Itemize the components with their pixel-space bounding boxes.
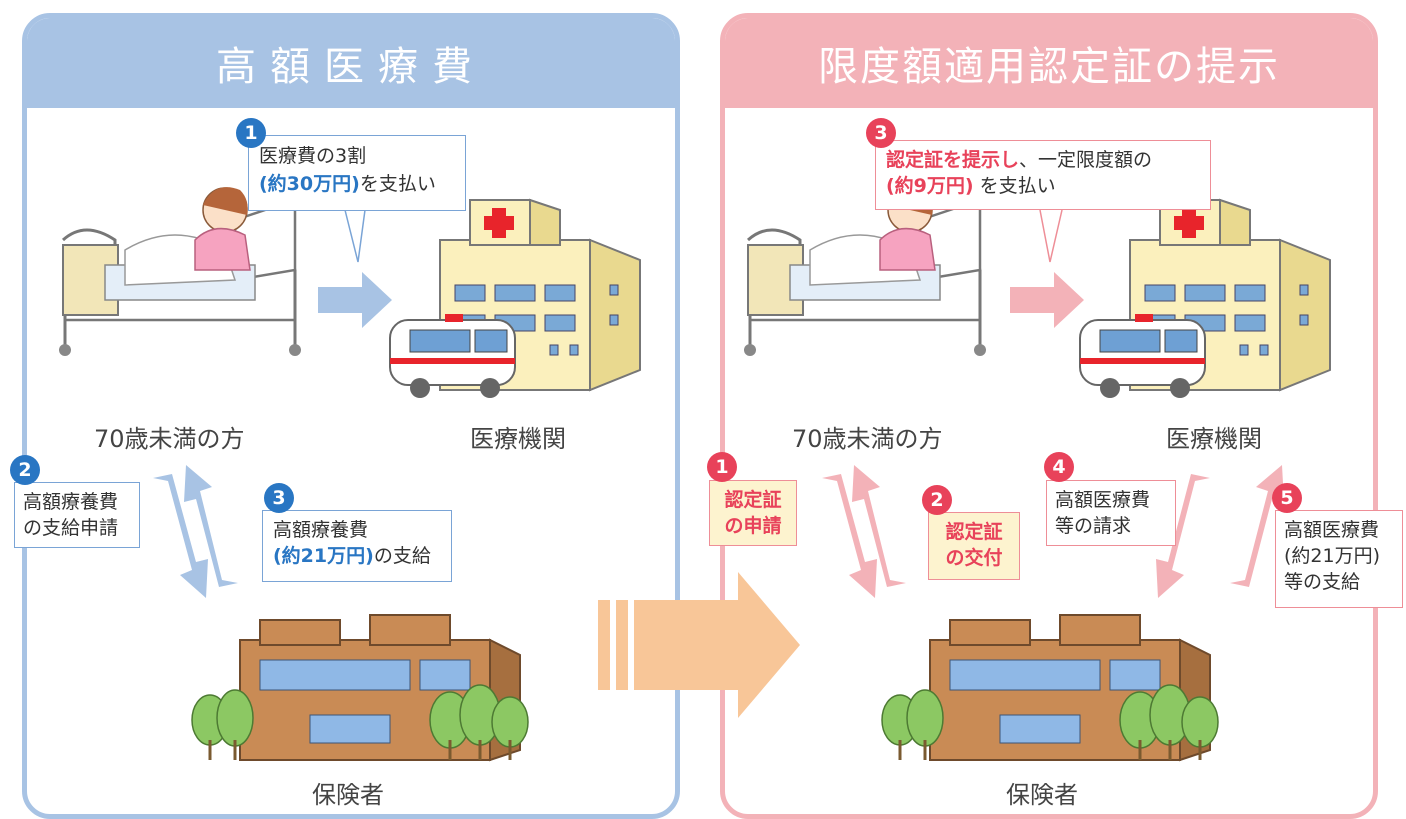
left-insurer-label: 保険者: [312, 781, 384, 809]
right-step3-amount: (約9万円): [886, 175, 974, 197]
right-step4-line1: 高額医療費: [1055, 489, 1151, 511]
right-step2-badge: 2: [922, 485, 952, 515]
hospital-illustration: [389, 199, 641, 399]
right-up-arrow-1: [852, 465, 906, 587]
right-step5-line2: (約21万円): [1284, 545, 1381, 567]
right-step2-line2: の交付: [945, 547, 1003, 569]
right-step3-line2: を支払い: [973, 175, 1056, 197]
right-step3-callout: 認定証を提示し、一定限度額の (約9万円) を支払い: [875, 140, 1211, 210]
right-step1-line2: の申請: [724, 515, 782, 537]
right-step1-badge: 1: [707, 452, 737, 482]
right-down-arrow-2: [1156, 474, 1210, 598]
left-step1-badge: 1: [236, 118, 266, 148]
left-step1-line1: 医療費の3割: [259, 145, 367, 167]
right-step4-line2: 等の請求: [1055, 515, 1132, 537]
right-step4-badge: 4: [1044, 452, 1074, 482]
step1-pointer: [344, 209, 366, 263]
right-step3-bold: 認定証を提示し: [886, 149, 1020, 171]
right-insurer-label: 保険者: [1006, 781, 1078, 809]
insurer-illustration: [190, 613, 530, 762]
hospital-illustration-right: [1079, 199, 1331, 399]
right-step5-line3: 等の支給: [1284, 571, 1361, 593]
patient-bed-illustration-right: [742, 185, 988, 358]
left-step3-line1: 高額療養費: [273, 519, 369, 541]
left-step3-badge: 3: [264, 483, 294, 513]
left-up-arrow: [184, 465, 238, 587]
patient-bed-illustration: [57, 185, 303, 358]
left-patient-label: 70歳未満の方: [94, 425, 245, 453]
left-step3-line2: の支給: [373, 545, 431, 567]
right-up-arrow-2: [1230, 465, 1284, 587]
left-step2-line2: の支給申請: [23, 517, 119, 539]
right-step4-callout: 高額医療費 等の請求: [1046, 480, 1176, 546]
left-step3-callout: 高額療養費 (約21万円)の支給: [262, 510, 452, 582]
right-step2-line1: 認定証: [945, 521, 1003, 543]
right-step3-line1: 、一定限度額の: [1019, 149, 1153, 171]
right-step1-callout: 認定証 の申請: [709, 480, 797, 546]
right-step5-line1: 高額医療費: [1284, 519, 1380, 541]
insurer-illustration-right: [880, 613, 1220, 762]
left-payment-arrow: [318, 272, 392, 328]
left-step2-badge: 2: [10, 455, 40, 485]
left-step2-callout: 高額療養費 の支給申請: [14, 482, 140, 548]
left-step1-amount: (約30万円): [259, 173, 360, 195]
left-down-arrow: [153, 474, 208, 598]
right-panel-title: 限度額適用認定証の提示: [725, 18, 1373, 108]
left-step1-callout: 医療費の3割 (約30万円)を支払い: [248, 135, 466, 211]
right-hospital-label: 医療機関: [1166, 425, 1262, 453]
left-step2-line1: 高額療養費: [23, 491, 119, 513]
right-step1-line1: 認定証: [724, 489, 782, 511]
right-payment-arrow: [1010, 272, 1084, 328]
left-step1-line2: を支払い: [359, 173, 436, 195]
right-step2-callout: 認定証 の交付: [928, 512, 1020, 580]
left-step3-amount: (約21万円): [273, 545, 374, 567]
right-step5-callout: 高額医療費 (約21万円) 等の支給: [1275, 510, 1403, 608]
right-down-arrow-1: [822, 474, 877, 598]
right-step3-pointer: [1039, 209, 1063, 263]
right-step3-badge: 3: [866, 118, 896, 148]
right-step5-badge: 5: [1272, 483, 1302, 513]
transition-arrow: [598, 572, 800, 718]
left-hospital-label: 医療機関: [470, 425, 566, 453]
right-patient-label: 70歳未満の方: [792, 425, 943, 453]
left-panel-title: 高額医療費: [27, 18, 675, 108]
